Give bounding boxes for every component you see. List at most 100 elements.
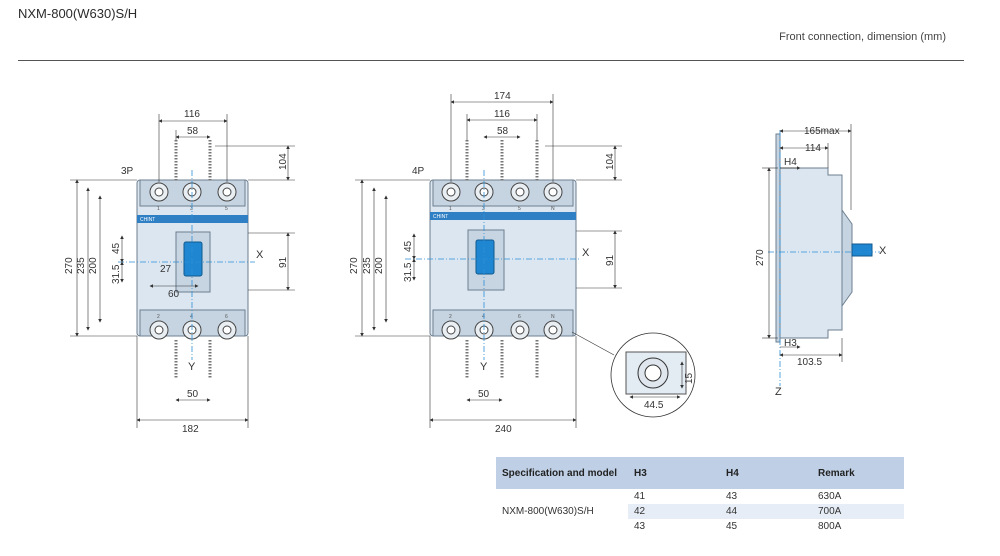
dim-50: 50 xyxy=(187,389,199,400)
dim-15: 15 xyxy=(684,372,695,384)
brand-band-3p xyxy=(137,215,248,223)
cell-remark: 700A xyxy=(812,504,904,519)
studs-4p xyxy=(465,140,539,378)
terminal-label: 1 xyxy=(157,206,160,212)
dim-45: 45 xyxy=(403,240,414,252)
side-handle xyxy=(851,243,873,257)
dim-200: 200 xyxy=(88,257,99,274)
terminal-label: N xyxy=(551,314,555,320)
dim-27: 27 xyxy=(160,264,172,275)
centerlines-4p xyxy=(405,170,580,360)
top-terminals-4p: 1 3 5 N xyxy=(432,179,574,212)
handle-3p xyxy=(183,241,203,277)
cell-h4: 45 xyxy=(726,521,738,532)
terminal-label: 5 xyxy=(518,206,521,212)
terminal-label: 3 xyxy=(482,206,485,212)
cell-h3: 43 xyxy=(634,521,646,532)
dim-240: 240 xyxy=(495,424,512,435)
dim-103-5: 103.5 xyxy=(797,357,822,368)
cell-h3: 41 xyxy=(634,491,646,502)
dim-200: 200 xyxy=(374,257,385,274)
dim-165max: 165max xyxy=(804,126,840,137)
col-header-h4: H4 xyxy=(720,457,812,489)
dims-side xyxy=(762,124,852,362)
col-header-remark: Remark xyxy=(812,457,904,489)
axis-x-4p: X xyxy=(582,247,590,259)
dim-235: 235 xyxy=(76,257,87,274)
axis-x-side: X xyxy=(879,245,887,257)
cell-h4: 44 xyxy=(720,504,812,519)
dim-91: 91 xyxy=(278,256,289,268)
handle-4p xyxy=(475,239,495,275)
cell-h3: 42 xyxy=(628,504,720,519)
centerlines-3p xyxy=(118,170,255,360)
terminal-label: 4 xyxy=(482,314,485,320)
dim-h4: H4 xyxy=(784,157,797,168)
terminal-label: 2 xyxy=(449,314,452,320)
dim-60: 60 xyxy=(168,289,180,300)
dim-182: 182 xyxy=(182,424,199,435)
axis-z-side: Z xyxy=(775,386,782,398)
dim-270: 270 xyxy=(349,257,360,274)
header-divider xyxy=(18,60,964,61)
dim-45: 45 xyxy=(111,242,122,254)
page-subtitle: Front connection, dimension (mm) xyxy=(779,31,946,43)
terminal-label: 2 xyxy=(157,314,160,320)
page-title: NXM-800(W630)S/H xyxy=(18,6,138,21)
terminal-label: 3 xyxy=(190,206,193,212)
studs-3p xyxy=(174,140,212,378)
cell-remark: 630A xyxy=(818,491,842,502)
brand-band-4p xyxy=(430,212,576,220)
view-4p: 4P CHINT 1 3 5 N 2 4 6 N xyxy=(349,91,622,435)
dim-58: 58 xyxy=(187,126,199,137)
brand-logo-4p: CHINT xyxy=(433,214,448,220)
bottom-terminals-4p: 2 4 6 N xyxy=(432,309,574,340)
dim-114: 114 xyxy=(805,143,821,154)
view-3p: 3P CHINT 1 3 5 2 4 6 xyxy=(64,109,295,435)
dim-58: 58 xyxy=(497,126,509,137)
dim-270: 270 xyxy=(64,257,75,274)
dim-44-5: 44.5 xyxy=(644,400,664,411)
dim-31-5: 31.5 xyxy=(111,264,122,284)
dim-116: 116 xyxy=(494,109,510,120)
terminal-label: 1 xyxy=(449,206,452,212)
table-header-row: Specification and model H3 H4 Remark xyxy=(496,457,904,489)
cell-h4: 43 xyxy=(726,491,738,502)
spec-table: Specification and model H3 H4 Remark NXM… xyxy=(496,457,904,534)
terminal-label: 6 xyxy=(225,314,228,320)
dim-104: 104 xyxy=(605,153,616,170)
side-body xyxy=(779,167,843,339)
cell-remark: 800A xyxy=(818,521,842,532)
dim-h3: H3 xyxy=(784,338,797,349)
model-cell: NXM-800(W630)S/H xyxy=(502,506,594,517)
dim-270: 270 xyxy=(755,249,766,266)
dimension-drawing: 3P CHINT 1 3 5 2 4 6 xyxy=(64,91,887,435)
view-label-4p: 4P xyxy=(412,166,425,177)
terminal-label: 6 xyxy=(518,314,521,320)
centerlines-side xyxy=(768,130,880,386)
dims-3p xyxy=(70,114,295,428)
dim-50: 50 xyxy=(478,389,490,400)
dim-235: 235 xyxy=(362,257,373,274)
dim-174: 174 xyxy=(494,91,511,102)
axis-x-3p: X xyxy=(256,249,264,261)
axis-y-4p: Y xyxy=(480,361,488,373)
col-header-h3: H3 xyxy=(628,457,720,489)
view-label-3p: 3P xyxy=(121,166,134,177)
dim-91: 91 xyxy=(605,254,616,266)
table-row: NXM-800(W630)S/H 41 43 630A xyxy=(496,489,904,517)
view-side: X Z 165max 114 H4 H3 103.5 270 xyxy=(755,124,887,398)
table-row: 42 44 700A xyxy=(496,504,904,519)
dims-4p xyxy=(355,94,622,428)
axis-y-3p: Y xyxy=(188,361,196,373)
terminal-label: N xyxy=(551,206,555,212)
terminal-label: 4 xyxy=(190,314,193,320)
bottom-terminals-3p: 2 4 6 xyxy=(139,309,246,340)
dim-104: 104 xyxy=(278,153,289,170)
detail-view: 44.5 15 xyxy=(571,331,696,418)
table-row: 43 45 800A xyxy=(496,519,904,534)
terminal-label: 5 xyxy=(225,206,228,212)
col-header-model: Specification and model xyxy=(496,457,628,489)
dim-31-5: 31.5 xyxy=(403,262,414,282)
brand-logo-3p: CHINT xyxy=(140,217,155,223)
